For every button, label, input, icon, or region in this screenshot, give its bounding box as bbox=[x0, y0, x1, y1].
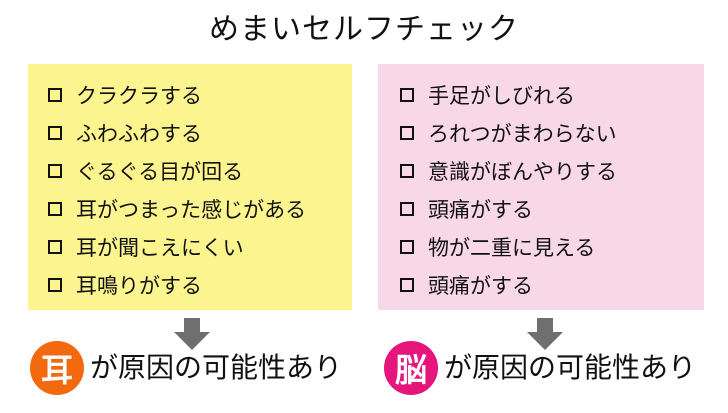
ear-symptoms-panel: クラクラする ふわふわする ぐるぐる目が回る 耳がつまった感じがある 耳が聞こえ… bbox=[28, 64, 352, 310]
brain-badge: 脳 bbox=[384, 341, 438, 395]
checklist-item-label: 耳がつまった感じがある bbox=[76, 198, 307, 222]
checkbox-icon[interactable] bbox=[400, 240, 414, 254]
checkbox-icon[interactable] bbox=[48, 126, 62, 140]
checklist-item[interactable]: ぐるぐる目が回る bbox=[28, 152, 352, 190]
checklist-item-label: 耳鳴りがする bbox=[76, 274, 202, 298]
ear-result-text: が原因の可能性あり bbox=[90, 351, 343, 384]
brain-symptom-list: 手足がしびれる ろれつがまわらない 意識がぼんやりする 頭痛がする 物が二重に見… bbox=[378, 76, 704, 304]
checklist-item-label: 意識がぼんやりする bbox=[428, 160, 617, 184]
checkbox-icon[interactable] bbox=[48, 164, 62, 178]
checkbox-icon[interactable] bbox=[48, 278, 62, 292]
checklist-item[interactable]: 耳が聞こえにくい bbox=[28, 228, 352, 266]
brain-cause-result: 脳 が原因の可能性あり bbox=[384, 340, 696, 396]
checkbox-icon[interactable] bbox=[400, 126, 414, 140]
checklist-item[interactable]: 物が二重に見える bbox=[378, 228, 704, 266]
checklist-item-label: ぐるぐる目が回る bbox=[76, 160, 244, 184]
checklist-item[interactable]: クラクラする bbox=[28, 76, 352, 114]
checkbox-icon[interactable] bbox=[48, 202, 62, 216]
checkbox-icon[interactable] bbox=[400, 202, 414, 216]
ear-cause-result: 耳 が原因の可能性あり bbox=[30, 340, 342, 396]
ear-badge: 耳 bbox=[30, 341, 84, 395]
checkbox-icon[interactable] bbox=[400, 278, 414, 292]
checklist-item-label: 頭痛がする bbox=[428, 198, 533, 222]
checkbox-icon[interactable] bbox=[48, 240, 62, 254]
checklist-item-label: ろれつがまわらない bbox=[428, 122, 617, 146]
checklist-item[interactable]: ろれつがまわらない bbox=[378, 114, 704, 152]
checklist-item-label: ふわふわする bbox=[76, 122, 202, 146]
arrow-down-icon bbox=[527, 318, 563, 354]
checklist-item-label: 手足がしびれる bbox=[428, 84, 575, 108]
checkbox-icon[interactable] bbox=[400, 164, 414, 178]
checklist-item[interactable]: 耳鳴りがする bbox=[28, 266, 352, 304]
checklist-item-label: クラクラする bbox=[76, 84, 202, 108]
checklist-item[interactable]: 手足がしびれる bbox=[378, 76, 704, 114]
brain-symptoms-panel: 手足がしびれる ろれつがまわらない 意識がぼんやりする 頭痛がする 物が二重に見… bbox=[378, 64, 704, 310]
checkbox-icon[interactable] bbox=[48, 88, 62, 102]
page-title: めまいセルフチェック bbox=[209, 12, 519, 47]
checklist-item[interactable]: 耳がつまった感じがある bbox=[28, 190, 352, 228]
checklist-item-label: 頭痛がする bbox=[428, 274, 533, 298]
checklist-item[interactable]: 頭痛がする bbox=[378, 190, 704, 228]
brain-result-text: が原因の可能性あり bbox=[444, 351, 697, 384]
checklist-item[interactable]: 頭痛がする bbox=[378, 266, 704, 304]
checklist-item[interactable]: ふわふわする bbox=[28, 114, 352, 152]
arrow-down-icon bbox=[174, 318, 210, 354]
checklist-item-label: 物が二重に見える bbox=[428, 236, 596, 260]
checklist-item-label: 耳が聞こえにくい bbox=[76, 236, 244, 260]
checklist-item[interactable]: 意識がぼんやりする bbox=[378, 152, 704, 190]
ear-symptom-list: クラクラする ふわふわする ぐるぐる目が回る 耳がつまった感じがある 耳が聞こえ… bbox=[28, 76, 352, 304]
checkbox-icon[interactable] bbox=[400, 88, 414, 102]
